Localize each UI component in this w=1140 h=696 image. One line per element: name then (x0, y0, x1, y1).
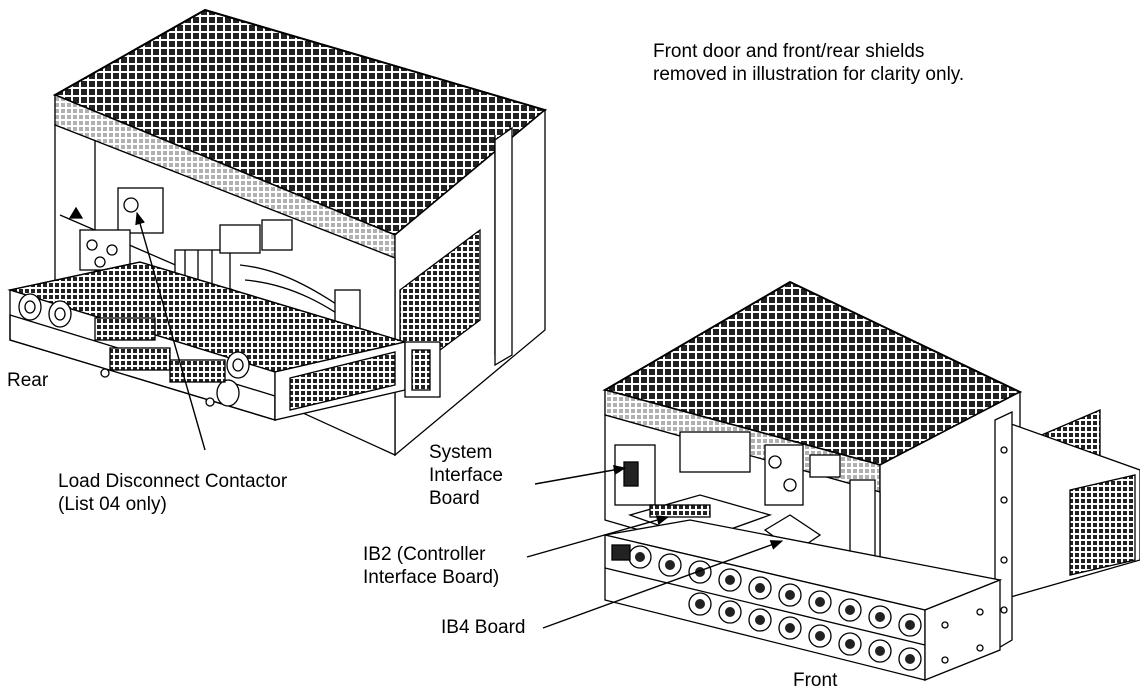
front-unit-drawing (602, 280, 1140, 681)
leader-ib2 (526, 515, 670, 558)
leader-system-interface (534, 465, 627, 485)
ib2-controller-interface-board-label: IB2 (Controller Interface Board) (363, 544, 500, 588)
leader-lines (135, 211, 784, 629)
rear-unit-drawing (7, 8, 548, 457)
rear-label: Rear (7, 370, 49, 391)
ib4-board-label: IB4 Board (441, 617, 526, 638)
front-label: Front (793, 670, 838, 691)
system-interface-board-label: System Interface Board (429, 442, 503, 509)
leader-load-disconnect (135, 211, 206, 451)
clarity-note: Front door and front/rear shields remove… (653, 41, 965, 85)
load-disconnect-contactor-label: Load Disconnect Contactor (List 04 only) (58, 471, 288, 515)
leader-ib4 (542, 540, 784, 629)
